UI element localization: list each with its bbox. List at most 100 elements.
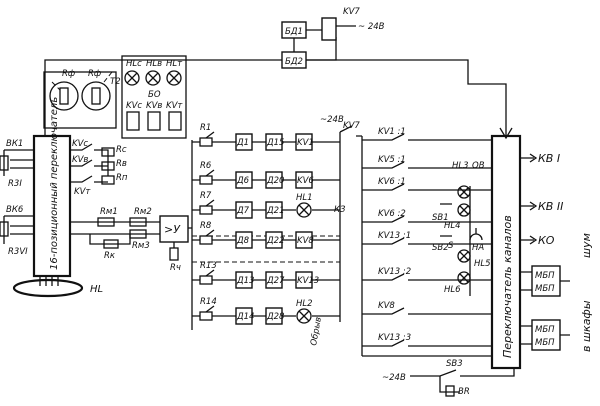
row-diode-a xyxy=(235,231,253,249)
row-relay-label: KV13 xyxy=(297,276,319,286)
bus-left xyxy=(188,140,193,330)
kv7-mid-contact xyxy=(339,125,362,137)
row-resistor-label: R8 xyxy=(200,221,212,231)
row-lamp-cross xyxy=(298,310,310,322)
row-diode-a xyxy=(235,133,253,151)
bottom-sb3-line: ~24В SB3 ВR xyxy=(382,359,515,397)
v24-bottom-label: ~24В xyxy=(382,373,406,383)
bo-block xyxy=(121,55,187,139)
hl3-label: HL3 xyxy=(452,161,469,171)
row-resistor xyxy=(199,235,213,245)
photoresistor-rf xyxy=(49,81,79,111)
hlv-label: HLв xyxy=(146,59,162,69)
hl-label: HL xyxy=(90,284,103,295)
hl-lamp-tube xyxy=(12,278,84,298)
kv7-top-label: KV7 xyxy=(343,7,360,17)
kv7-coil-top xyxy=(321,17,337,41)
hl5-lamp xyxy=(459,251,469,261)
vk6-sensor xyxy=(0,221,9,237)
mbp-1b: МБП xyxy=(535,284,555,294)
row-diode-b-label: Д22 xyxy=(266,236,284,246)
photo-sensor-section: Rф Rф T2 HLс HLв HLт БО KVс KVв KVт xyxy=(43,55,187,139)
mbp-1a: МБП xyxy=(535,271,555,281)
row-wiper xyxy=(205,131,215,139)
hl6-label: HL6 xyxy=(444,285,461,295)
rc-label: Rс xyxy=(116,145,127,155)
br-label: ВR xyxy=(458,387,470,397)
row-lamp xyxy=(296,308,312,324)
rv-resistor xyxy=(101,161,115,171)
hlc-label: HLс xyxy=(126,59,142,69)
row-resistor xyxy=(199,275,213,285)
row-wiper xyxy=(205,199,215,207)
v24-top-label: ~ 24В xyxy=(358,22,385,32)
t2-label: T2 xyxy=(110,77,121,87)
ko-label: КО xyxy=(538,234,555,247)
ladder-contact: KV5 :1 xyxy=(362,155,492,169)
bo-lamps xyxy=(124,70,182,86)
rf2-body xyxy=(91,87,101,105)
k3-label: КЗ xyxy=(334,205,346,215)
bd2-label: БД2 xyxy=(285,57,303,67)
contact-label: KV13 :1 xyxy=(378,231,411,241)
row-resistor-label: R13 xyxy=(200,261,217,271)
rn-label: Rп xyxy=(116,173,128,183)
kvt-label: KVт xyxy=(74,187,91,197)
row-diode-b xyxy=(265,231,283,249)
kvi-label: КВ I xyxy=(538,152,560,165)
row-diode-b xyxy=(265,171,283,189)
r3-6-label: R3VI xyxy=(8,247,28,257)
sb3-label: SB3 xyxy=(446,359,463,369)
obryv-label: Обрыв xyxy=(309,316,324,346)
vk1-label: ВК1 xyxy=(6,139,23,149)
rm2-label: Rм2 xyxy=(134,207,152,217)
channel-switch-section: Переключатель каналов КВ I КВ II КО шум … xyxy=(490,134,593,370)
kvc-label: KVс xyxy=(72,139,88,149)
ladder-contact: KV6 :1 xyxy=(362,177,492,191)
row-lamp-label: HL2 xyxy=(296,299,313,309)
row-diode-a xyxy=(235,271,253,289)
contact-label: KV5 :1 xyxy=(378,155,406,165)
indicator-wiring xyxy=(440,186,471,296)
row-diode-b xyxy=(265,201,283,219)
amplifier-block xyxy=(159,215,189,243)
contact-wire xyxy=(362,183,492,191)
s-label: S xyxy=(448,241,454,251)
arrow-head xyxy=(499,127,513,140)
ladder-contact: KV13 :2 xyxy=(362,267,492,281)
row-relay-coil xyxy=(295,171,313,189)
ladder-rail xyxy=(361,136,492,357)
row-diode-a xyxy=(235,171,253,189)
row-diode-b xyxy=(265,271,283,289)
photoresistor-rf2 xyxy=(81,81,111,111)
switch-section: 16-позиционный переключатель HL ВК1 R3I … xyxy=(0,97,189,298)
channel-switch-block xyxy=(490,134,522,370)
row-lamp xyxy=(296,202,312,218)
contact-label: KV8 xyxy=(378,301,395,311)
ladder-contact: KV13 :3 xyxy=(362,333,492,347)
row-diode-b-label: Д21 xyxy=(266,206,284,216)
amp-label: >У xyxy=(164,223,181,236)
bd2-to-switch xyxy=(44,59,282,135)
shum-label: шум xyxy=(580,233,593,258)
row-diode-a-label: Д14 xyxy=(236,312,254,322)
ha-label: HA xyxy=(472,243,484,253)
row-diode-b-label: Д28 xyxy=(266,312,285,322)
row-resistor xyxy=(199,137,213,147)
contact-wire xyxy=(362,133,492,141)
rv-label: Rв xyxy=(116,159,127,169)
ladder-contact: KV8 xyxy=(362,301,492,315)
row-lamp-label: HL1 xyxy=(296,193,313,203)
rf2-label: Rф xyxy=(88,69,101,79)
br-element xyxy=(445,385,455,397)
hl6-lamp xyxy=(459,273,469,283)
rm3-label: Rм3 xyxy=(132,241,150,251)
contact-label: KV6 :1 xyxy=(378,177,406,187)
